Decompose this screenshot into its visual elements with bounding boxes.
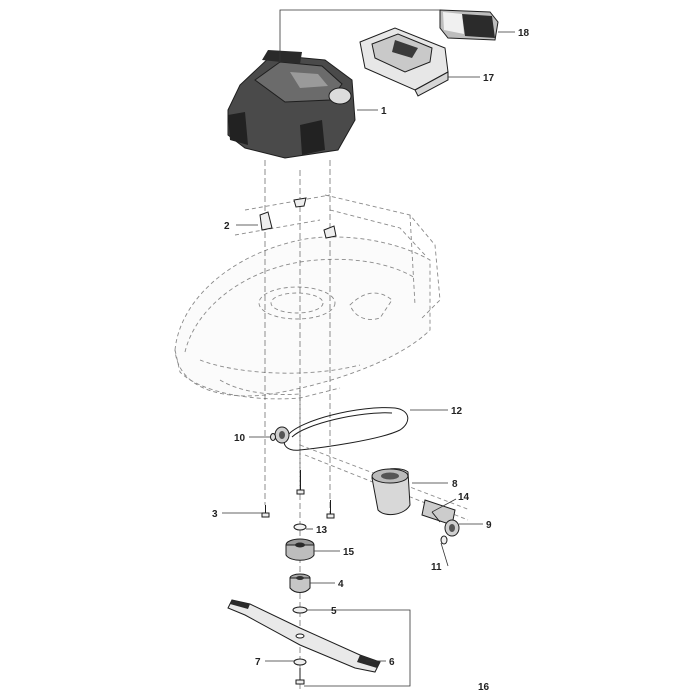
engine-part [227,50,356,159]
callout-labels: 1 2 3 4 5 6 7 8 9 10 11 12 13 14 15 16 1… [212,28,530,693]
blade-hub-part [289,573,311,593]
leader-lines [222,9,515,687]
callout-10: 10 [234,433,246,444]
callout-5: 5 [331,606,337,617]
blade-bolt-part [295,668,305,685]
washer-part-7 [293,658,307,666]
blade-part [227,599,381,673]
drive-belt-part [283,407,409,451]
bushing-right-parts [431,511,460,545]
callout-9: 9 [486,520,492,531]
charger-part [359,27,449,97]
blade-adapter-part [285,538,315,561]
gearbox-axle-part [299,444,471,526]
battery-part [439,9,499,41]
callout-17: 17 [483,73,495,84]
callout-14: 14 [458,492,470,503]
callout-6: 6 [389,657,395,668]
callout-8: 8 [452,479,458,490]
bushing-left-part [270,426,290,444]
washer-part-13 [293,523,307,531]
callout-7: 7 [255,657,261,668]
callout-3: 3 [212,509,218,520]
callout-12: 12 [451,406,463,417]
washer-part-5 [292,606,308,614]
small-bracket-parts [259,197,337,239]
callout-18: 18 [518,28,530,39]
callout-11: 11 [431,562,442,573]
callout-13: 13 [316,525,328,536]
callout-15: 15 [343,547,355,558]
callout-16: 16 [478,682,490,693]
callout-4: 4 [338,579,344,590]
callout-1: 1 [381,106,387,117]
mower-deck-outline [174,194,441,400]
bolt-parts [261,470,335,519]
callout-2: 2 [224,221,230,232]
